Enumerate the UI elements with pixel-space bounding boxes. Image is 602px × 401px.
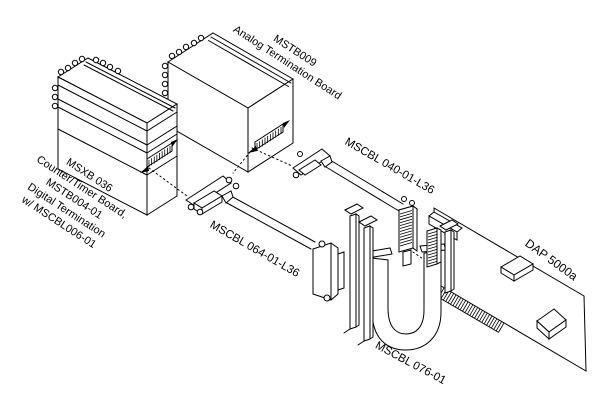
thumbscrew (409, 200, 415, 206)
dsub-connector-top (292, 148, 333, 179)
counter-timer-board-drawing (51, 55, 179, 216)
stacked-board-layers (57, 84, 178, 176)
label-cable-064: MSCBL 064-01-L36 (208, 219, 302, 280)
thumbscrew (292, 171, 300, 179)
onboard-header-connector (426, 227, 442, 268)
board-edge-connector (140, 139, 178, 173)
thumbscrew (225, 176, 233, 184)
chip (536, 308, 567, 341)
arrow-icon (283, 120, 290, 128)
thumbscrew (323, 294, 331, 302)
dsub-connector-bottom (312, 240, 345, 302)
ribbon-loop (371, 251, 442, 351)
bracket-slat (343, 203, 364, 334)
arrow-icon (171, 139, 178, 147)
box-right-face (247, 78, 294, 173)
dsub-connector-top (185, 175, 240, 216)
arrow-icon (140, 166, 149, 173)
bracket-slat (357, 215, 378, 346)
thumbscrew (318, 240, 326, 248)
connector-pins (161, 34, 205, 97)
thumbscrew (187, 203, 195, 211)
dap-board-drawing (428, 207, 587, 372)
chip (500, 255, 534, 282)
thumbscrew (401, 196, 407, 202)
thumbscrew (297, 151, 303, 157)
board-edge-connector (248, 120, 290, 153)
box-right-face (146, 103, 178, 216)
label-cable-040: MSCBL 040-01-L36 (343, 136, 437, 197)
connector-pins (51, 55, 122, 110)
thumbscrew (196, 208, 204, 216)
analog-termination-board-drawing (161, 32, 294, 173)
ribbed-connector (397, 196, 419, 267)
bracket-slat (439, 219, 459, 294)
thumbscrew (232, 182, 240, 190)
digital-cable-drawing (185, 175, 345, 302)
arrow-icon (248, 146, 257, 153)
mounting-brackets (343, 203, 459, 346)
analog-cable-drawing (292, 148, 404, 212)
